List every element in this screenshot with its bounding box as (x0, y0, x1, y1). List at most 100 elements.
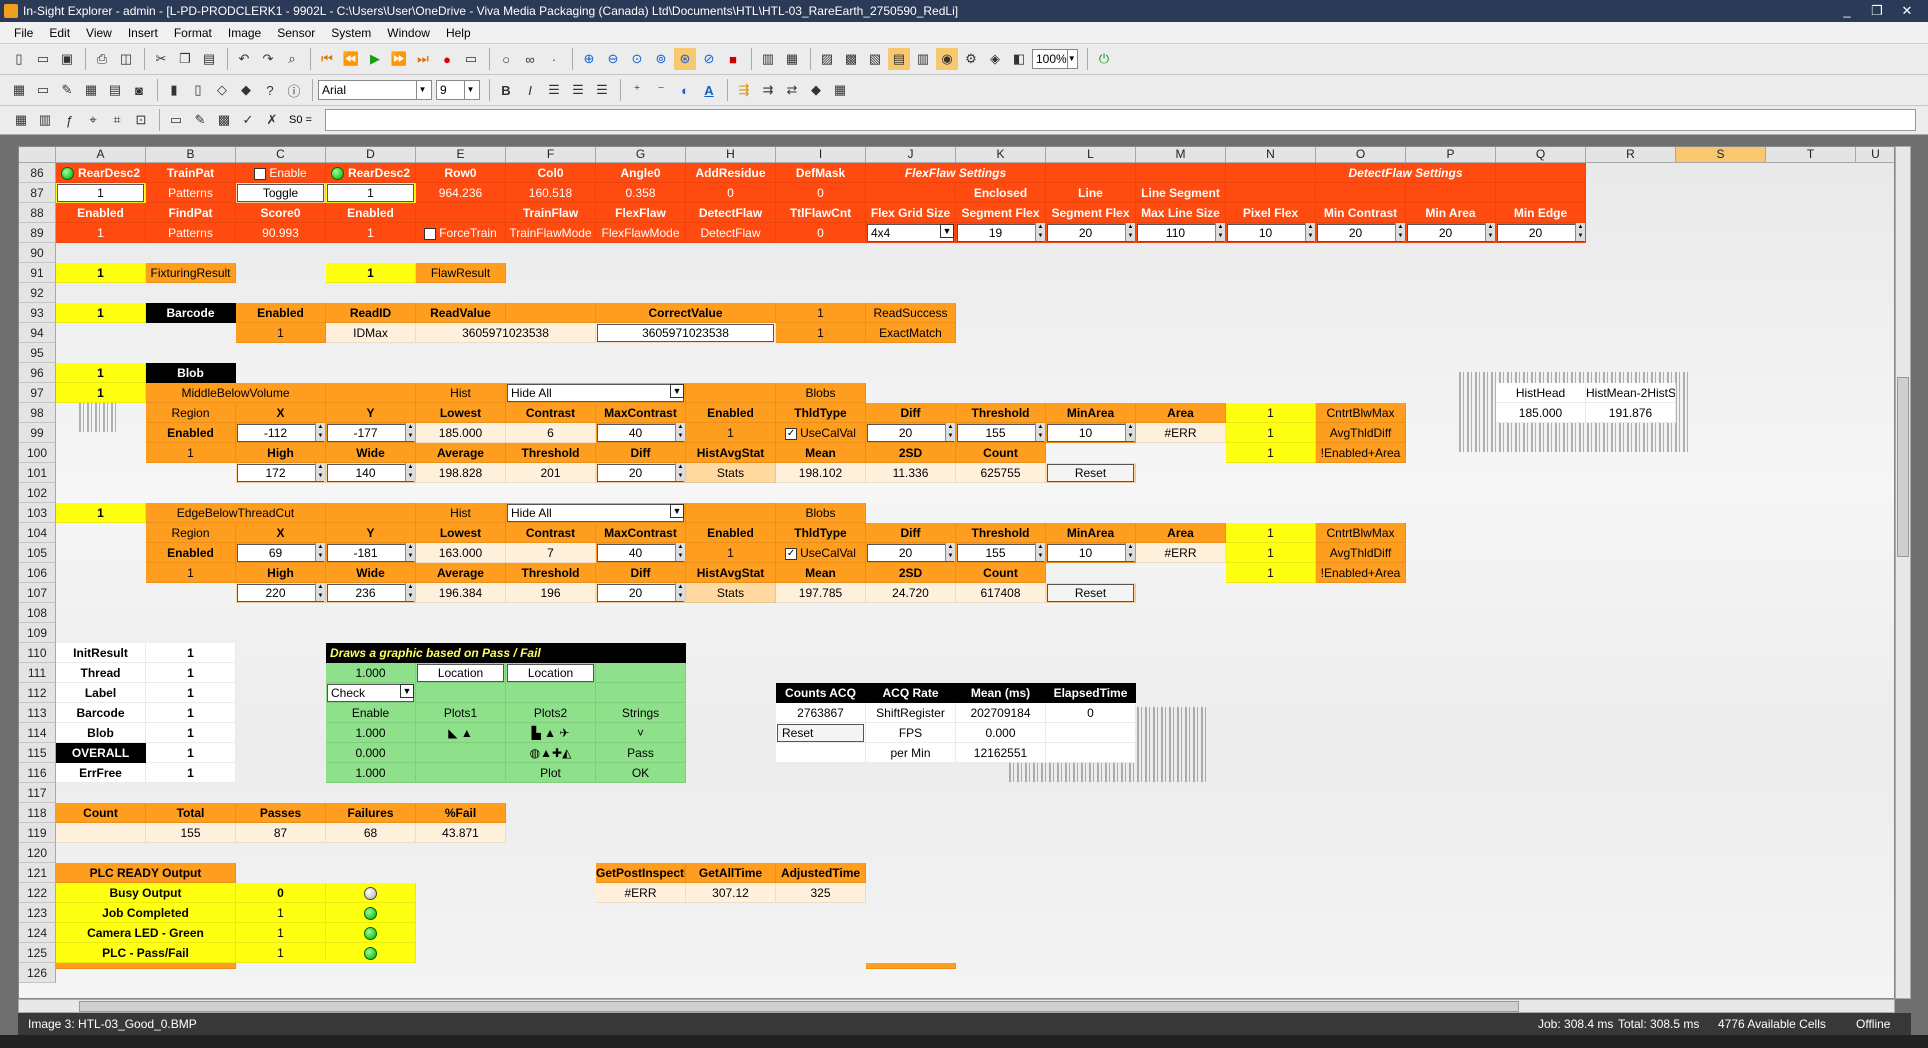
spin-input[interactable]: 19 (957, 224, 1044, 242)
print-icon[interactable]: ⎙ (96, 51, 108, 66)
cell-i122[interactable]: 325 (776, 883, 866, 903)
cell-g107[interactable]: 20▲▼ (596, 583, 686, 603)
spin-input[interactable]: -177 (327, 424, 414, 442)
cell-i114[interactable]: Reset (776, 723, 866, 743)
spin-input[interactable]: 20 (867, 424, 954, 442)
cell-d100[interactable]: Wide (326, 443, 416, 463)
cell-d107[interactable]: 236▲▼ (326, 583, 416, 603)
spin-arrows-icon[interactable]: ▲▼ (675, 463, 685, 481)
grid-toggle-icon[interactable]: ▦ (833, 82, 847, 97)
cell-m98[interactable]: Area (1136, 403, 1226, 423)
view-spreadsheet-icon[interactable]: ▤ (888, 48, 910, 70)
row-header-109[interactable]: 109 (19, 623, 56, 643)
spin-input[interactable]: 20 (1407, 224, 1494, 242)
open-job-icon[interactable]: ▭ (36, 82, 50, 97)
cell-c101[interactable]: 172▲▼ (236, 463, 326, 483)
cell-q98[interactable]: 185.000 (1496, 403, 1586, 423)
cell-e87[interactable]: 964.236 (416, 183, 506, 203)
cell-g104[interactable]: MaxContrast (596, 523, 686, 543)
row-header-118[interactable]: 118 (19, 803, 56, 823)
cell-a112[interactable]: Label (56, 683, 146, 703)
cell-b114[interactable]: 1 (146, 723, 236, 743)
graph-icon[interactable]: ▩ (217, 112, 231, 127)
cell-k114[interactable]: 0.000 (956, 723, 1046, 743)
checkbox[interactable] (424, 227, 437, 240)
cell-d125[interactable] (326, 943, 416, 963)
spin-arrows-icon[interactable]: ▲▼ (675, 423, 685, 441)
row-header-105[interactable]: 105 (19, 543, 56, 563)
spin-input[interactable]: 69 (237, 544, 324, 562)
cell-l99[interactable]: 10▲▼ (1046, 423, 1136, 443)
cell-e111[interactable]: Location (416, 663, 506, 683)
column-header-f[interactable]: F (506, 147, 596, 163)
column-header-c[interactable]: C (236, 147, 326, 163)
bookmark-icon[interactable]: ◆ (241, 82, 251, 97)
cell-i87[interactable]: 0 (776, 183, 866, 203)
cell-i104[interactable]: ThldType (776, 523, 866, 543)
spin-arrows-icon[interactable]: ▲▼ (315, 463, 325, 481)
cell-g89[interactable]: FlexFlawMode (596, 223, 686, 243)
column-header-b[interactable]: B (146, 147, 236, 163)
help-icon[interactable]: ? (266, 82, 274, 98)
cell-l114[interactable] (1046, 723, 1136, 743)
trace-remove-icon[interactable]: ⇄ (786, 82, 798, 97)
spin-input[interactable]: 155 (957, 544, 1044, 562)
cell-p88[interactable]: Min Area (1406, 203, 1496, 223)
row-header-108[interactable]: 108 (19, 603, 56, 623)
cell-b87[interactable]: Patterns (146, 183, 236, 203)
cell-q87[interactable] (1496, 183, 1586, 203)
custom-view-icon[interactable]: ▥ (916, 51, 930, 66)
cell-c98[interactable]: X (236, 403, 326, 423)
cell-c106[interactable]: High (236, 563, 326, 583)
cell-i101[interactable]: 198.102 (776, 463, 866, 483)
cell-h98[interactable]: Enabled (686, 403, 776, 423)
spin-input[interactable]: 236 (327, 584, 414, 602)
cell-a91[interactable]: 1 (56, 263, 146, 283)
cell-d99[interactable]: -177▲▼ (326, 423, 416, 443)
cell-f99[interactable]: 6 (506, 423, 596, 443)
cell-f116[interactable]: Plot (506, 763, 596, 783)
cell-j86[interactable]: FlexFlaw Settings (866, 163, 1046, 183)
grid-icon[interactable]: ▦ (84, 82, 98, 97)
cell-p87[interactable] (1406, 183, 1496, 203)
tools-icon[interactable]: ✎ (61, 82, 73, 97)
cell-e104[interactable]: Lowest (416, 523, 506, 543)
cell-c105[interactable]: 69▲▼ (236, 543, 326, 563)
cell-a93[interactable]: 1 (56, 303, 146, 323)
function-icon[interactable]: ƒ (65, 112, 73, 128)
camera-icon[interactable]: ◙ (135, 82, 143, 98)
formula-input[interactable] (325, 109, 1916, 131)
row-header-95[interactable]: 95 (19, 343, 56, 363)
cell-d87[interactable]: 1 (326, 183, 416, 203)
row-header-113[interactable]: 113 (19, 703, 56, 723)
cell-i98[interactable]: ThldType (776, 403, 866, 423)
cell-o106[interactable]: !Enabled+Area (1316, 563, 1406, 583)
row-header-87[interactable]: 87 (19, 183, 56, 203)
cell-d114[interactable]: 1.000 (326, 723, 416, 743)
cell-a103[interactable]: 1 (56, 503, 146, 523)
cell-j100[interactable]: 2SD (866, 443, 956, 463)
cell-c99[interactable]: -112▲▼ (236, 423, 326, 443)
cell-a118[interactable]: Count (56, 803, 146, 823)
cell-o99[interactable]: AvgThldDiff (1316, 423, 1406, 443)
cell-h104[interactable]: Enabled (686, 523, 776, 543)
cell-c107[interactable]: 220▲▼ (236, 583, 326, 603)
cell-b88[interactable]: FindPat (146, 203, 236, 223)
row-header-102[interactable]: 102 (19, 483, 56, 503)
zoom-in-icon[interactable]: ⊕ (583, 51, 595, 66)
cell-input[interactable]: Location (507, 664, 594, 682)
cell-i86[interactable]: DefMask (776, 163, 866, 183)
cell-c125[interactable]: 1 (236, 943, 326, 963)
spin-input[interactable]: 20 (867, 544, 954, 562)
cell-k104[interactable]: Threshold (956, 523, 1046, 543)
cell-a88[interactable]: Enabled (56, 203, 146, 223)
cell-a121[interactable]: PLC READY Output (56, 863, 236, 883)
cell-o88[interactable]: Min Contrast (1316, 203, 1406, 223)
undo-icon[interactable]: ↶ (238, 51, 250, 66)
row-header-93[interactable]: 93 (19, 303, 56, 323)
row-header-112[interactable]: 112 (19, 683, 56, 703)
select-region-icon[interactable]: ⌗ (113, 112, 121, 127)
cell-h99[interactable]: 1 (686, 423, 776, 443)
column-header-r[interactable]: R (1586, 147, 1676, 163)
cell-i88[interactable]: TtlFlawCnt (776, 203, 866, 223)
